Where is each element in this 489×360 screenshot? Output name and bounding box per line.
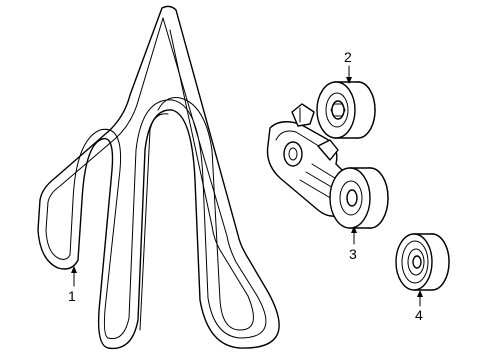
- idler-pulley: [316, 81, 376, 139]
- leader-arrow-1: [71, 266, 77, 287]
- smooth-pulley: [395, 233, 450, 291]
- serpentine-belt: [37, 5, 280, 350]
- leader-arrow-3: [351, 226, 357, 245]
- callout-2: 2: [344, 49, 352, 65]
- belt-tensioner: [266, 103, 389, 229]
- callout-4: 4: [415, 307, 423, 323]
- callout-3: 3: [349, 246, 357, 262]
- callout-1: 1: [68, 288, 76, 304]
- leader-arrow-4: [417, 290, 423, 307]
- leader-arrow-2: [346, 65, 352, 84]
